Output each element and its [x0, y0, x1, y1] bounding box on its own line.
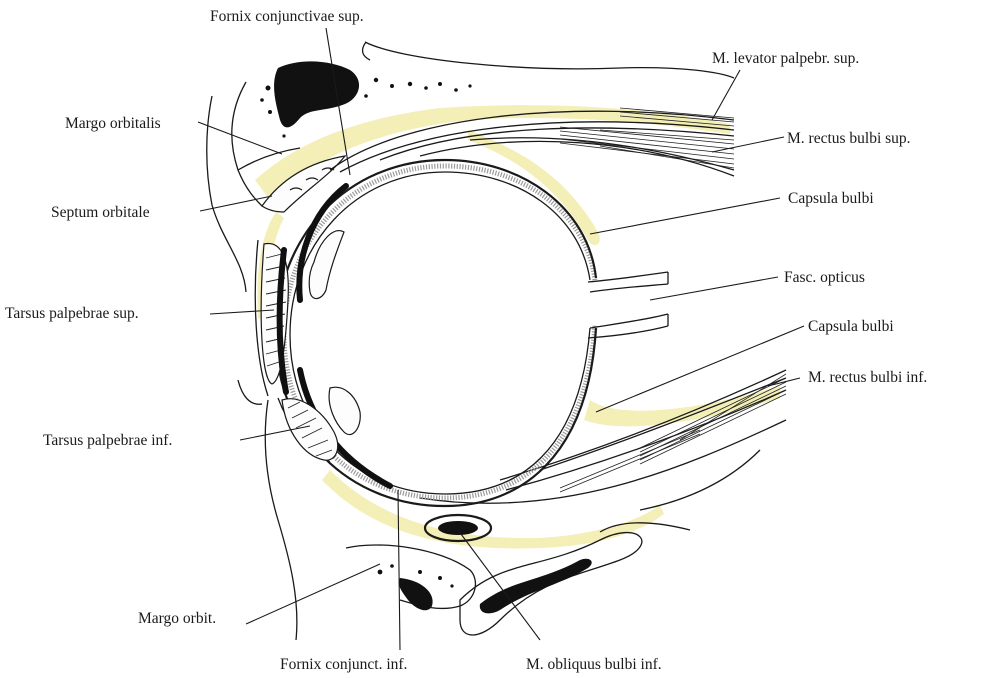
- optic-nerve: [588, 272, 668, 338]
- label-margo-orbitalis: Margo orbitalis: [65, 115, 161, 132]
- tenon-capsule-layer: [255, 105, 780, 548]
- label-tarsus-palpebrae-inf: Tarsus palpebrae inf.: [43, 432, 172, 449]
- iris-folds: [309, 231, 360, 435]
- label-fornix-conjunct-inf: Fornix conjunct. inf.: [280, 656, 407, 673]
- label-fornix-conjunctivae-sup: Fornix conjunctivae sup.: [210, 8, 364, 25]
- label-m-rectus-bulbi-inf: M. rectus bulbi inf.: [808, 369, 927, 386]
- label-m-obliquus-bulbi-inf: M. obliquus bulbi inf.: [526, 656, 662, 673]
- label-capsula-bulbi-lower: Capsula bulbi: [808, 318, 894, 335]
- label-septum-orbitale: Septum orbitale: [51, 204, 150, 221]
- inferior-margin-bone: [346, 545, 475, 610]
- label-fasc-opticus: Fasc. opticus: [784, 269, 865, 286]
- label-capsula-bulbi-upper: Capsula bulbi: [788, 190, 874, 207]
- label-tarsus-palpebrae-sup: Tarsus palpebrae sup.: [5, 305, 139, 322]
- label-m-levator-palpebr-sup: M. levator palpebr. sup.: [712, 50, 859, 67]
- label-m-rectus-bulbi-sup: M. rectus bulbi sup.: [787, 130, 911, 147]
- label-margo-orbit: Margo orbit.: [138, 610, 216, 627]
